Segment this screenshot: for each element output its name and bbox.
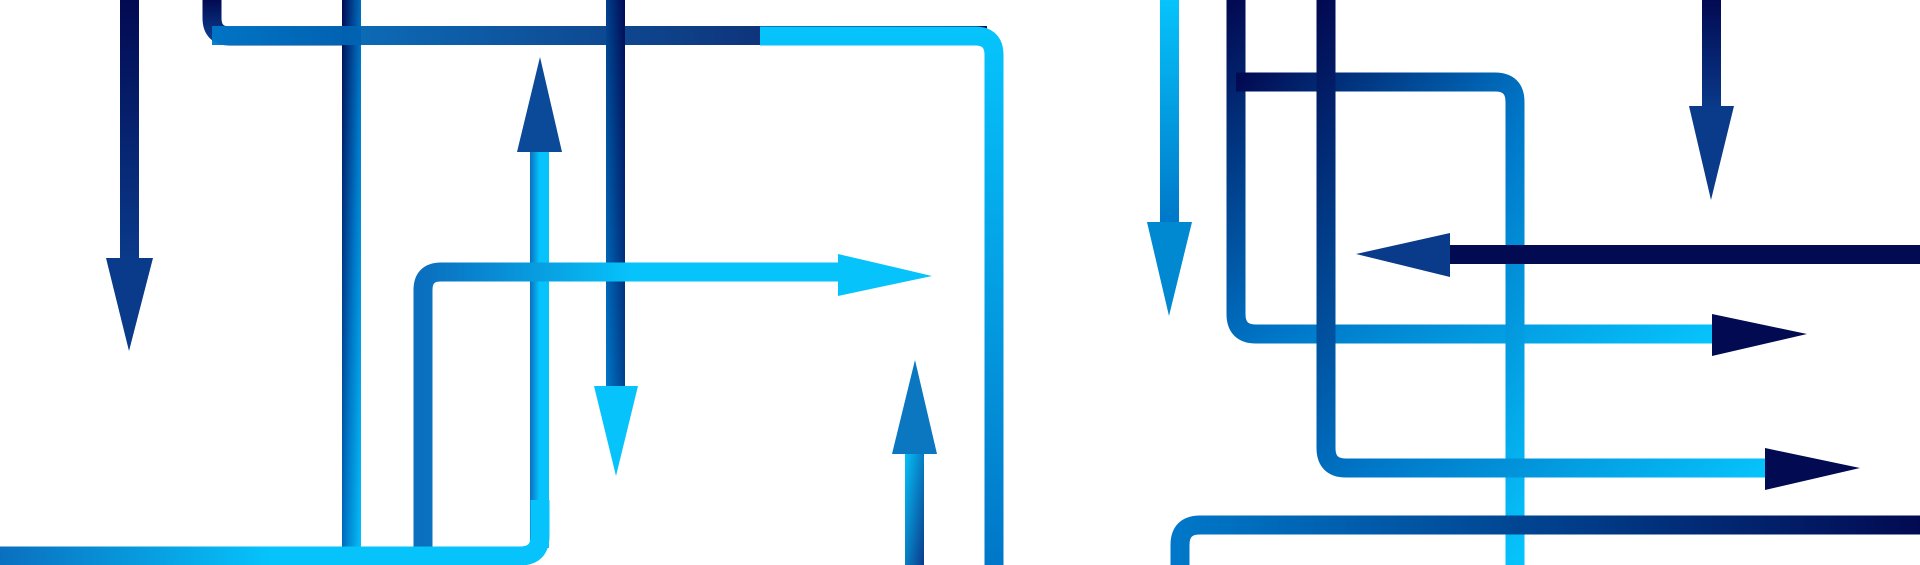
arrow-up-icon — [892, 360, 937, 565]
arrow-right-icon — [1765, 448, 1860, 490]
connector-line — [1226, 0, 1716, 344]
arrow-down-icon — [106, 0, 153, 351]
connector-line — [1236, 72, 1525, 565]
arrow-down-icon — [1147, 0, 1192, 316]
arrow-down-icon — [594, 0, 638, 476]
connector-line — [0, 500, 550, 565]
arrow-down-icon — [1689, 0, 1734, 200]
connector-line — [342, 0, 361, 565]
connector-line — [1170, 515, 1920, 565]
arrow-up-icon — [517, 57, 562, 548]
right-cluster — [1147, 0, 1920, 565]
left-cluster — [0, 0, 1004, 565]
arrow-right-icon — [413, 254, 932, 548]
connector-line — [760, 26, 1004, 565]
arrow-right-icon — [1712, 314, 1807, 356]
connector-line — [1316, 0, 1770, 478]
arrow-left-icon — [1356, 233, 1920, 277]
